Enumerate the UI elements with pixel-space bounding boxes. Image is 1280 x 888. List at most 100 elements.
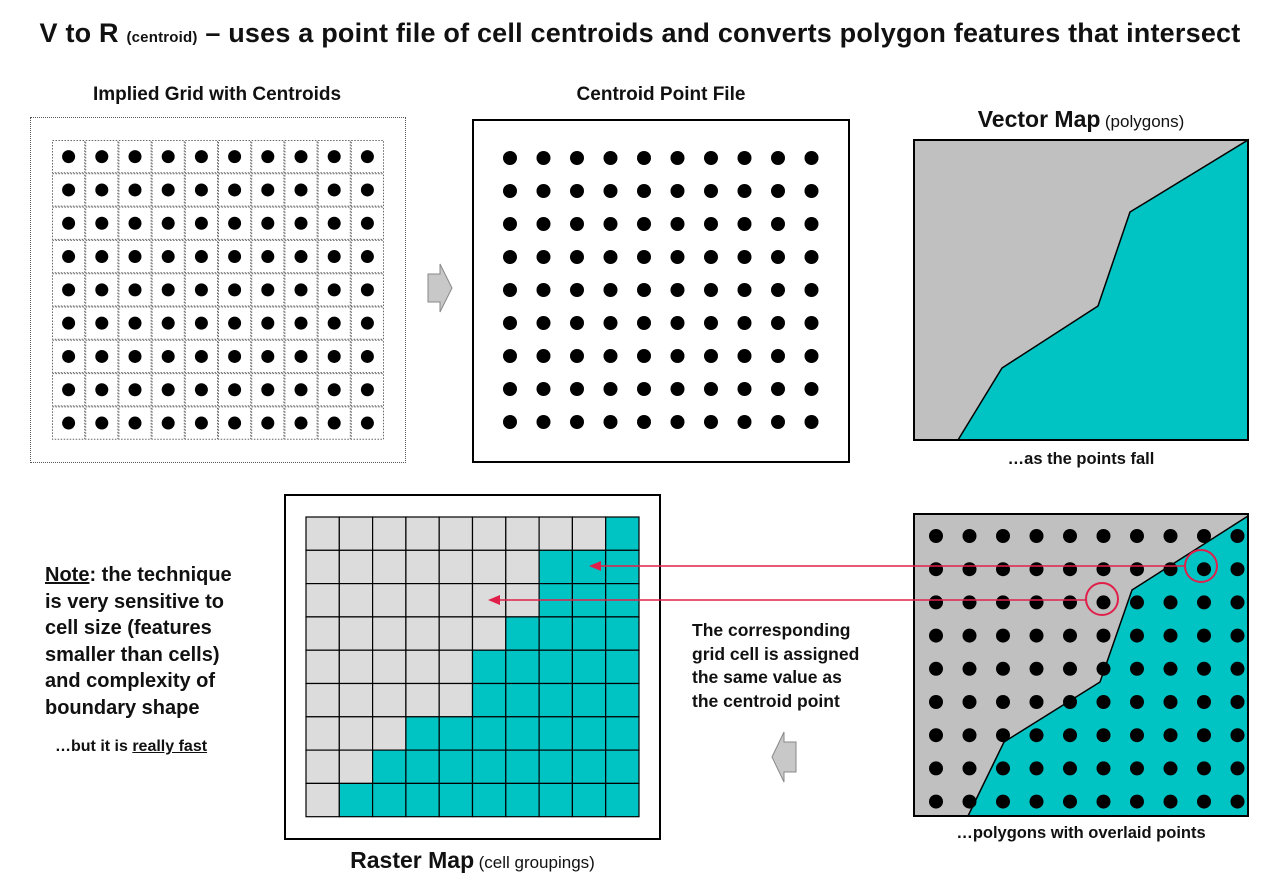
overlay-point [1130,661,1144,676]
grid-cell [284,140,318,174]
overlay-point [1096,529,1111,543]
raster-cell [338,616,374,651]
grid-cell [118,206,152,240]
raster-cell [405,616,440,651]
centroid-dot [161,183,175,197]
raster-cell [571,682,607,718]
overlay-point [1130,794,1144,809]
grid-cell [350,140,384,174]
grid-cell [118,306,152,340]
centroid-point [771,151,785,165]
overlay-point [962,628,977,643]
centroid-dot [62,250,76,264]
overlay-point [929,661,943,676]
raster-cell [305,649,340,685]
grid-cell [118,140,152,174]
grid-cell [151,206,185,240]
centroid-dot [62,283,76,297]
centroid-dot [95,183,109,197]
implied-grid-label: Implied Grid with Centroids [92,84,342,105]
centroid-point [737,382,752,396]
grid-cell [284,339,318,374]
centroid-dot [95,250,109,264]
overlay-point [1029,695,1044,709]
centroid-point [503,250,517,264]
raster-cell [405,682,440,718]
note-line-2: is very sensitive to [45,590,224,613]
corresponding-text: The corresponding grid cell is assigned … [692,619,859,713]
centroid-point [536,382,551,396]
centroid-point [771,382,785,396]
grid-cell [218,273,252,307]
grid-cell [52,239,86,274]
page-title: V to R (centroid) – uses a point file of… [0,18,1280,49]
centroid-dot [327,283,341,297]
centroid-point [670,151,685,165]
centroid-point [771,349,785,363]
grid-cell [118,173,152,207]
grid-cell [317,373,351,407]
centroid-point [737,217,752,231]
overlay-point [929,695,943,709]
grid-cell [151,406,185,440]
centroid-point [570,316,584,330]
centroid-dot [161,383,175,397]
grid-cell [218,406,252,440]
grid-cell [284,239,318,274]
centroid-point [503,349,517,363]
grid-cell [52,406,86,440]
fast-emphasis: really fast [132,738,208,755]
centroid-dot [128,383,142,397]
raster-cell [338,749,374,785]
grid-cell [151,239,185,274]
raster-cell [538,716,574,751]
grid-cell [52,173,86,207]
centroid-dot [294,183,308,197]
centroid-point [637,349,651,363]
overlay-point [1063,794,1077,809]
centroid-dot [161,216,175,230]
overlay-point [1096,695,1111,709]
raster-cell [471,782,507,818]
centroid-point [737,316,752,330]
overlay-point [1029,728,1044,743]
corresponding-line-4: the centroid point [692,690,840,711]
grid-cell [184,273,219,307]
centroid-point [570,382,584,396]
overlay-point [962,661,977,676]
grid-cell [251,339,285,374]
overlay-point [1063,595,1077,610]
overlay-point [962,728,977,743]
overlay-point [962,595,977,610]
raster-map [305,516,640,818]
centroid-dot [128,183,142,197]
centroid-point [536,316,551,330]
centroid-dot [194,349,208,363]
centroid-point [704,349,718,363]
overlay-point [1163,595,1178,610]
grid-cell [151,173,185,207]
grid-cell [284,406,318,440]
overlay-point [1096,794,1111,809]
overlay-map [913,513,1249,817]
centroid-point [704,283,718,297]
centroid-dot [62,216,76,230]
grid-cell [218,339,252,374]
centroid-dot [360,150,374,164]
centroid-file-frame [472,119,850,463]
overlay-point [1096,728,1111,743]
centroid-point [637,184,651,198]
vector-map-label-main: Vector Map [977,106,1101,132]
note-line-6: boundary shape [45,696,200,719]
grid-cell [350,239,384,274]
grid-cell [251,239,285,274]
centroid-point [737,184,752,198]
overlay-point [1029,628,1044,643]
centroid-point [536,217,551,231]
raster-cell [538,782,574,818]
overlay-point [1163,794,1178,809]
grid-cell [350,306,384,340]
grid-cell [52,373,86,407]
overlay-point [1063,728,1077,743]
